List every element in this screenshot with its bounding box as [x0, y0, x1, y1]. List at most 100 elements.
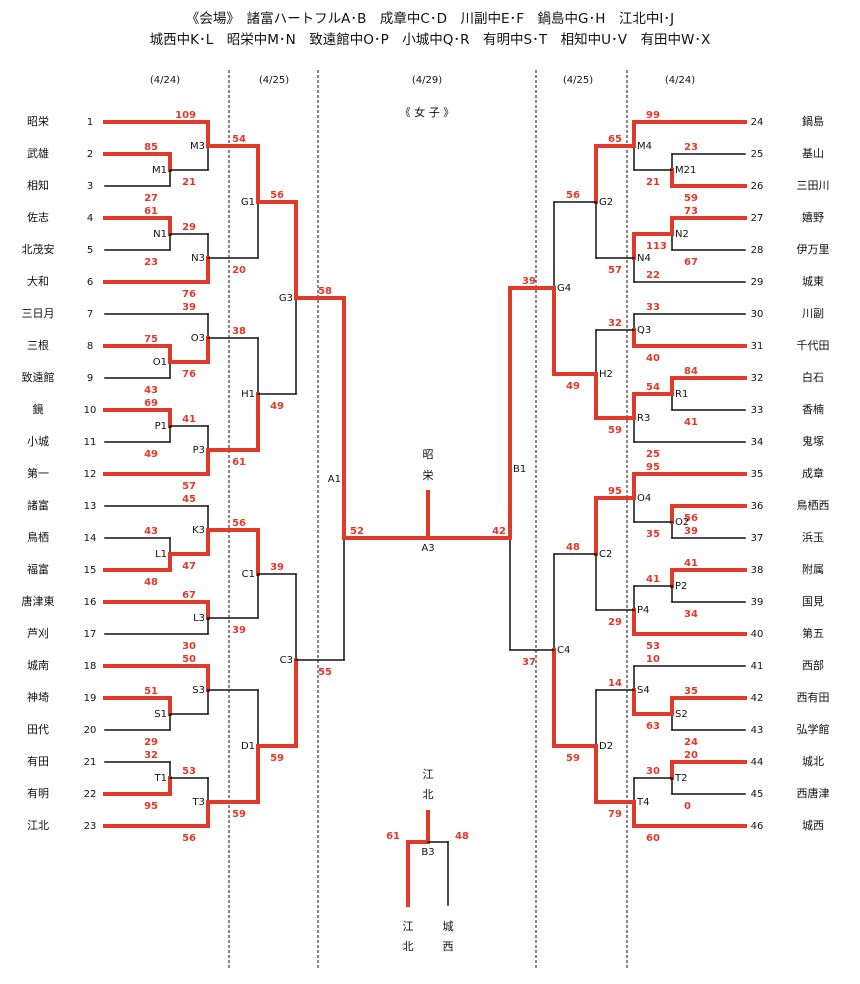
score-label: 113 [646, 241, 667, 252]
team-name-right: 城北 [802, 755, 824, 768]
score-label: 29 [144, 737, 158, 748]
team-name-left: 江北 [27, 819, 49, 832]
score-label: 56 [684, 513, 698, 524]
team-name-left: 田代 [27, 723, 49, 736]
team-number-left: 2 [87, 149, 93, 160]
match-label: T3 [192, 797, 205, 808]
score-label: 20 [232, 265, 246, 276]
team-name-right: 城東 [802, 275, 824, 288]
team-name-left: 城南 [27, 659, 49, 672]
score-label: 47 [182, 561, 196, 572]
third-team-left: 江 [403, 920, 414, 933]
score-label: 53 [646, 641, 660, 652]
team-number-right: 44 [751, 757, 764, 768]
third-team-left: 北 [403, 940, 414, 953]
team-number-left: 14 [84, 533, 97, 544]
score-label: 37 [522, 657, 536, 668]
score-label: 55 [318, 667, 332, 678]
score-label: 22 [646, 270, 660, 281]
score-label: 43 [144, 385, 158, 396]
team-number-left: 11 [84, 437, 97, 448]
team-number-right: 25 [751, 149, 764, 160]
score-label: 61 [144, 206, 158, 217]
match-label: P4 [637, 605, 649, 616]
team-name-left: 佐志 [27, 210, 49, 224]
match-label: M4 [637, 141, 652, 152]
score-label: 45 [182, 494, 196, 505]
third-team-right: 城 [443, 920, 454, 933]
team-name-right: 城西 [802, 819, 824, 832]
score-label: 63 [646, 721, 660, 732]
team-name-left: 昭栄 [27, 114, 49, 128]
score-label: 67 [684, 257, 698, 268]
team-number-right: 39 [751, 597, 764, 608]
team-name-left: 相知 [27, 178, 49, 192]
score-label: 49 [566, 381, 580, 392]
champion-name: 栄 [423, 468, 434, 482]
score-label: 56 [232, 518, 246, 529]
round-date-label: (4/24) [665, 75, 695, 86]
score-label: 59 [270, 753, 284, 764]
score-label: 41 [182, 414, 196, 425]
team-name-left: 三日月 [22, 307, 55, 320]
team-name-left: 福富 [27, 562, 49, 576]
team-number-right: 40 [751, 629, 764, 640]
team-number-left: 13 [84, 501, 97, 512]
team-number-right: 42 [751, 693, 764, 704]
score-label: 109 [175, 110, 196, 121]
team-name-right: 鬼塚 [802, 434, 824, 448]
match-label: O4 [637, 493, 651, 504]
team-name-left: 大和 [27, 274, 49, 288]
team-number-right: 29 [751, 277, 764, 288]
score-label: 39 [232, 625, 246, 636]
team-number-left: 7 [87, 309, 93, 320]
match-label: D1 [241, 741, 255, 752]
match-label: R3 [637, 413, 650, 424]
score-label: 59 [566, 753, 580, 764]
score-label: 56 [270, 190, 284, 201]
match-label: N2 [675, 229, 689, 240]
team-name-right: 伊万里 [797, 243, 830, 256]
score-label: 54 [232, 134, 246, 145]
score-label: 57 [182, 481, 196, 492]
match-label: C2 [599, 549, 612, 560]
score-label: 73 [684, 206, 698, 217]
third-place-label: B3 [421, 847, 434, 858]
team-name-left: 有明 [27, 786, 49, 800]
team-number-left: 5 [87, 245, 93, 256]
third-place-winner: 北 [423, 788, 434, 801]
team-name-right: 鳥栖西 [797, 498, 830, 512]
team-number-right: 45 [751, 789, 764, 800]
score-label: 95 [144, 801, 158, 812]
team-number-right: 35 [751, 469, 764, 480]
score-label: 79 [608, 809, 622, 820]
team-name-right: 千代田 [797, 339, 830, 352]
score-label: 58 [318, 286, 332, 297]
score-label: 24 [684, 737, 698, 748]
match-label: G2 [599, 197, 613, 208]
score-label: 32 [608, 318, 622, 329]
match-label: O1 [153, 357, 167, 368]
team-name-right: 附属 [802, 562, 824, 576]
match-label: O3 [191, 333, 205, 344]
score-label: 27 [144, 193, 158, 204]
score-label: 61 [232, 457, 246, 468]
score-label: 21 [646, 177, 660, 188]
team-number-left: 18 [84, 661, 97, 672]
score-label: 75 [144, 334, 158, 345]
match-label: G3 [279, 293, 293, 304]
match-label: R1 [675, 389, 688, 400]
team-number-left: 20 [84, 725, 97, 736]
score-label: 69 [144, 398, 158, 409]
score-label: 41 [646, 574, 660, 585]
match-label: B1 [513, 464, 526, 475]
match-label: P1 [155, 421, 167, 432]
final-score-left: 52 [350, 526, 364, 537]
score-label: 29 [608, 617, 622, 628]
round-date-label: (4/24) [150, 75, 180, 86]
round-date-label: (4/25) [563, 75, 593, 86]
team-name-left: 第一 [27, 466, 49, 480]
score-label: 23 [144, 257, 158, 268]
match-label: H2 [599, 369, 613, 380]
